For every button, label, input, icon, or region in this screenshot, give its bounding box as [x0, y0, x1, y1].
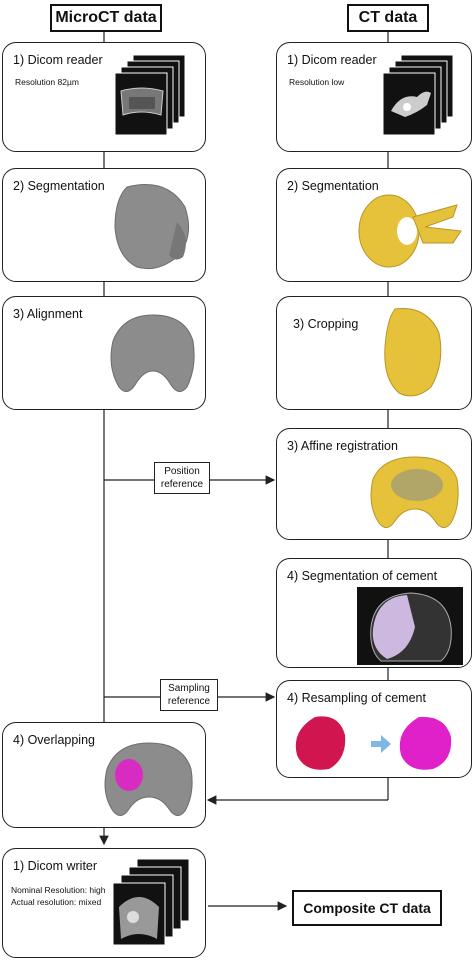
step-title: 1) Dicom reader	[13, 53, 103, 67]
right-segmentation-cement-box: 4) Segmentation of cement	[276, 558, 472, 668]
yellow-vertebra-segmented-image	[358, 194, 462, 268]
step-title: 1) Dicom reader	[287, 53, 377, 67]
cement-resampling-image	[295, 716, 452, 770]
position-reference-line2: reference	[160, 479, 204, 490]
composite-ct-data-box: Composite CT data	[292, 890, 442, 926]
step-title: 2) Segmentation	[287, 179, 379, 193]
step-title: 4) Resampling of cement	[287, 691, 426, 705]
step-title: 4) Overlapping	[13, 733, 95, 747]
step-title: 3) Affine registration	[287, 439, 398, 453]
right-resampling-cement-box: 4) Resampling of cement	[276, 680, 472, 778]
right-affine-registration-box: 3) Affine registration	[276, 428, 472, 540]
ct-header: CT data	[347, 4, 429, 32]
right-dicom-reader-box: 1) Dicom reader Resolution low	[276, 42, 472, 152]
yellow-vertebra-cropped-image	[384, 308, 442, 397]
step-title: 4) Segmentation of cement	[287, 569, 438, 583]
registered-vertebra-image	[370, 456, 459, 528]
microct-slice-stack-image	[114, 54, 186, 136]
step-resolution: Resolution low	[289, 77, 345, 87]
right-cropping-box: 3) Cropping	[276, 296, 472, 410]
sampling-reference-label: Sampling reference	[160, 679, 218, 711]
nominal-resolution-text: Nominal Resolution: high	[11, 885, 106, 895]
step-title: 1) Dicom writer	[13, 859, 98, 873]
position-reference-line1: Position	[164, 466, 200, 477]
microct-header: MicroCT data	[50, 4, 162, 32]
position-reference-label: Position reference	[154, 462, 210, 494]
gray-vertebra-segmented-image	[114, 184, 190, 270]
right-segmentation-box: 2) Segmentation	[276, 168, 472, 282]
step-resolution: Resolution 82µm	[15, 77, 79, 87]
left-alignment-box: 3) Alignment	[2, 296, 206, 410]
ct-slice-stack-image	[382, 54, 454, 136]
left-segmentation-box: 2) Segmentation	[2, 168, 206, 282]
step-title: 3) Cropping	[293, 317, 359, 331]
step-title: 2) Segmentation	[13, 179, 105, 193]
composite-slice-stack-image	[112, 858, 190, 946]
overlap-vertebra-image	[104, 742, 193, 816]
step-title: 3) Alignment	[13, 307, 83, 321]
left-dicom-reader-box: 1) Dicom reader Resolution 82µm	[2, 42, 206, 152]
left-dicom-writer-box: 1) Dicom writer Nominal Resolution: high…	[2, 848, 206, 958]
gray-vertebra-aligned-image	[110, 314, 195, 392]
cement-segmentation-slice-image	[357, 587, 463, 665]
actual-resolution-text: Actual resolution: mixed	[11, 897, 102, 907]
sampling-reference-line1: Sampling	[168, 683, 210, 694]
sampling-reference-line2: reference	[167, 696, 211, 707]
left-overlapping-box: 4) Overlapping	[2, 722, 206, 828]
